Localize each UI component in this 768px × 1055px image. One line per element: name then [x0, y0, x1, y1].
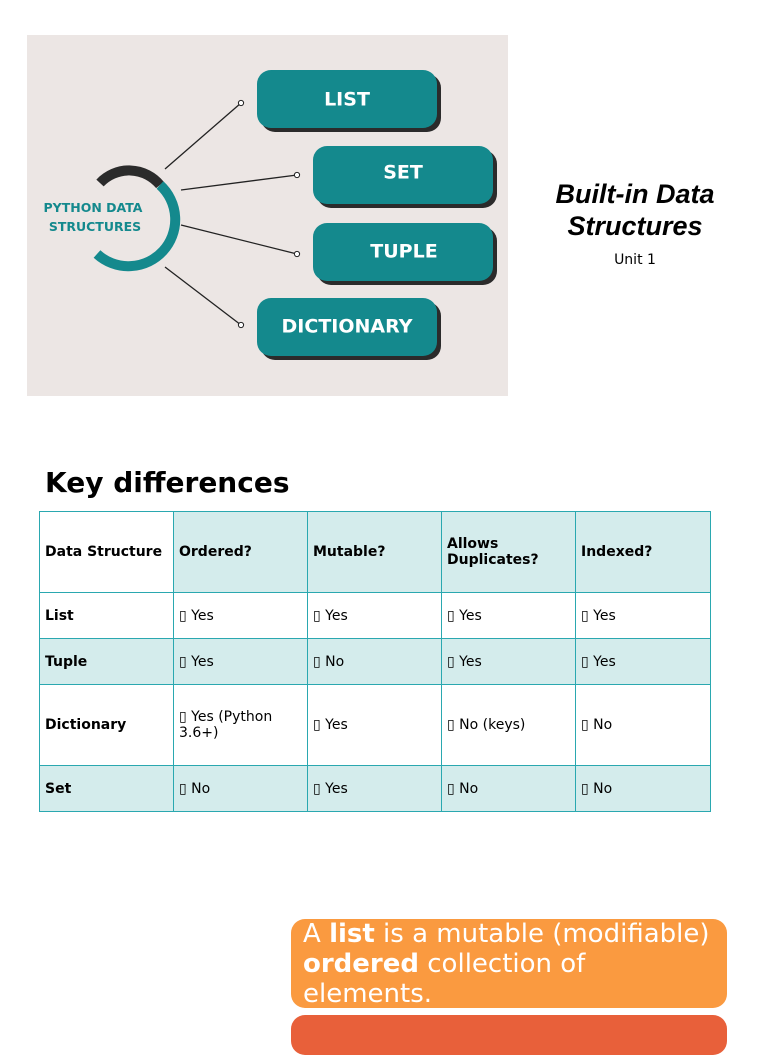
page-subtitle: Unit 1 [614, 252, 656, 268]
page-title: Built-in Data Structures [555, 179, 715, 241]
table-cell: ▯ Yes [441, 638, 576, 685]
connector-list [164, 102, 242, 170]
table-header-row: Data Structure Ordered? Mutable? Allows … [39, 511, 711, 593]
connector-dot-set [293, 171, 301, 179]
connector-set [180, 174, 298, 191]
table-row: Set ▯ No ▯ Yes ▯ No ▯ No [39, 765, 711, 812]
data-structures-diagram: PYTHON DATA STRUCTURES LIST SET TUPLE [44, 70, 497, 360]
row-label-tuple: Tuple [39, 638, 174, 685]
callout-text-1: A [303, 919, 330, 949]
definition-callout: A list is a mutable (modifiable) ordered… [291, 919, 727, 1009]
table-cell: ▯ No [441, 765, 576, 812]
hub-label-line1: PYTHON DATA [44, 200, 143, 215]
header-allows-duplicates: Allows Duplicates? [441, 511, 576, 593]
table-cell: ▯ No [173, 765, 308, 812]
header-data-structure: Data Structure [39, 511, 174, 593]
table-cell: ▯ Yes [441, 592, 576, 639]
callout-bold-ordered: ordered [303, 949, 419, 979]
row-label-list: List [39, 592, 174, 639]
pill-label-set: SET [383, 162, 423, 184]
comparison-table: Data Structure Ordered? Mutable? Allows … [39, 511, 711, 812]
table-cell: ▯ No (keys) [441, 684, 576, 766]
connector-dictionary [164, 266, 242, 326]
pill-set: SET [313, 146, 497, 208]
table-cell: ▯ No [575, 765, 711, 812]
header-indexed: Indexed? [575, 511, 711, 593]
hub-ring-dark [96, 165, 164, 189]
table-cell: ▯ No [307, 638, 442, 685]
connector-tuple [180, 224, 298, 255]
pill-list: LIST [257, 70, 441, 132]
table-cell: ▯ Yes [307, 684, 442, 766]
hub-ring-teal [93, 181, 181, 272]
table-row: Tuple ▯ Yes ▯ No ▯ Yes ▯ Yes [39, 638, 711, 685]
next-callout [291, 1015, 727, 1055]
section-heading: Key differences [45, 466, 290, 499]
table-row: List ▯ Yes ▯ Yes ▯ Yes ▯ Yes [39, 592, 711, 639]
table-cell: ▯ Yes (Python 3.6+) [173, 684, 308, 766]
connector-dot-tuple [293, 250, 301, 258]
callout-bold-list: list [329, 919, 375, 949]
callout-text-3: collection of elements. [303, 949, 586, 1009]
table-cell: ▯ Yes [575, 592, 711, 639]
table-cell: ▯ Yes [307, 765, 442, 812]
callout-text-2: is a mutable (modifiable) [374, 919, 710, 949]
table-cell: ▯ Yes [307, 592, 442, 639]
connector-dot-list [237, 99, 245, 107]
header-mutable: Mutable? [307, 511, 442, 593]
header-ordered: Ordered? [173, 511, 308, 593]
table-cell: ▯ Yes [575, 638, 711, 685]
table-row: Dictionary ▯ Yes (Python 3.6+) ▯ Yes ▯ N… [39, 684, 711, 766]
hub-label-line2: STRUCTURES [49, 219, 141, 234]
row-label-set: Set [39, 765, 174, 812]
pill-dictionary: DICTIONARY [257, 298, 441, 360]
connector-dot-dictionary [237, 321, 245, 329]
table-cell: ▯ Yes [173, 638, 308, 685]
pill-tuple: TUPLE [313, 223, 497, 285]
row-label-dictionary: Dictionary [39, 684, 174, 766]
pill-label-dictionary: DICTIONARY [282, 316, 413, 338]
table-cell: ▯ No [575, 684, 711, 766]
table-cell: ▯ Yes [173, 592, 308, 639]
hero-image: PYTHON DATA STRUCTURES LIST SET TUPLE [27, 35, 508, 396]
pill-label-tuple: TUPLE [370, 241, 437, 263]
pill-label-list: LIST [324, 89, 370, 111]
